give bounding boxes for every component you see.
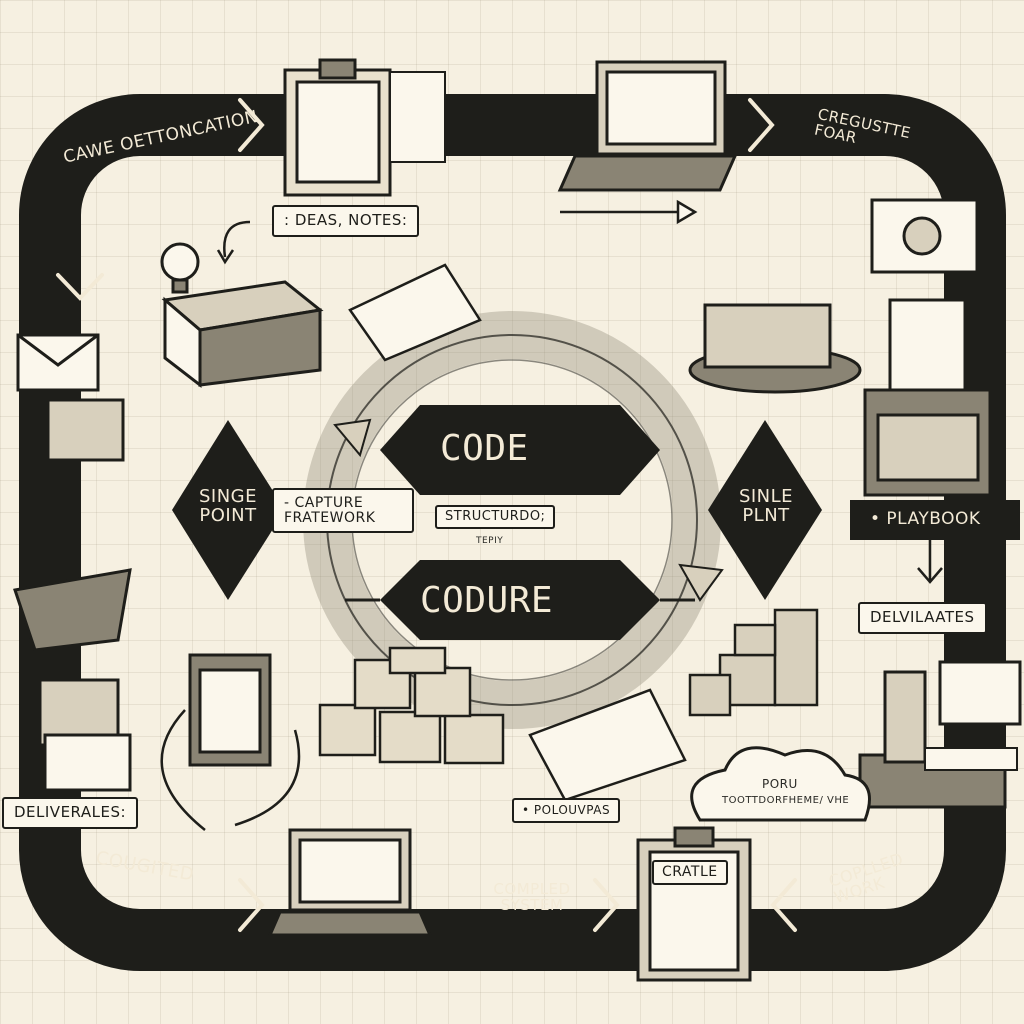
chevron-down-icon <box>56 273 104 301</box>
cloud-label-line1: PORU <box>762 777 798 791</box>
chevron-right-icon <box>593 878 620 932</box>
left-diamond-label: SINGE POINT <box>198 486 258 526</box>
code-banner <box>380 405 660 495</box>
playbook-label: • PLAYBOOK <box>870 509 981 529</box>
structurdo-sublabel: TEPIY <box>476 536 504 546</box>
codure-label: CODURE <box>420 580 554 621</box>
chevron-right-icon <box>238 98 265 152</box>
right-diamond-label: SINLE PLNT <box>738 486 794 526</box>
chevron-right-icon <box>238 878 265 932</box>
playbook-band <box>850 500 1020 540</box>
ideas-notes-label: : DEAS, NOTES: <box>272 205 420 237</box>
desk-computer-illustration <box>858 660 1022 809</box>
deliverales-label: DELIVERALES: <box>2 797 139 829</box>
lightbulb-icon <box>160 242 200 294</box>
polouvpas-label: • POLOUVPAS <box>512 798 621 823</box>
stacked-boxes-illustration-left <box>38 398 132 792</box>
structurdo-label: STRUCTURDO; <box>435 505 556 529</box>
cratle-label: CRATLE <box>652 860 728 885</box>
track-label-bottom-center: COMPLED SYSTEM <box>493 880 571 914</box>
open-box-illustration <box>161 280 324 389</box>
box-stack-illustration-right <box>688 608 819 717</box>
code-label: CODE <box>440 428 529 469</box>
chevron-left-icon <box>770 878 797 932</box>
box-stack-illustration-center <box>318 646 505 765</box>
basket-illustration <box>13 568 132 652</box>
right-diamond <box>708 420 822 600</box>
ring-arrowhead-icon <box>333 418 372 458</box>
cloud-label-line2: TOOTTDORFHEME/ VHE <box>722 795 850 806</box>
connector-arrows <box>160 199 943 831</box>
envelope-illustration <box>16 333 100 392</box>
clipboard-illustration-bottom-left <box>188 653 272 767</box>
calendar-illustration <box>870 198 979 274</box>
clipboard-illustration-top <box>283 58 446 197</box>
laptop-illustration-bottom <box>267 828 433 937</box>
delvilaates-label: DELVILAATES <box>858 602 987 634</box>
document-stack-illustration <box>348 263 687 802</box>
track-chevrons <box>56 98 797 932</box>
cloud-illustration <box>690 746 871 822</box>
ring-arrowhead-icon <box>678 563 724 602</box>
clipboard-illustration-bottom <box>636 826 752 982</box>
capture-framework-label: - CAPTURE FRATEWORK <box>272 488 414 534</box>
file-basket-illustration <box>688 303 862 394</box>
codure-banner <box>380 560 660 640</box>
left-diamond <box>172 420 285 600</box>
register-illustration <box>863 298 992 497</box>
laptop-illustration-top <box>557 60 738 192</box>
chevron-right-icon <box>748 98 775 152</box>
